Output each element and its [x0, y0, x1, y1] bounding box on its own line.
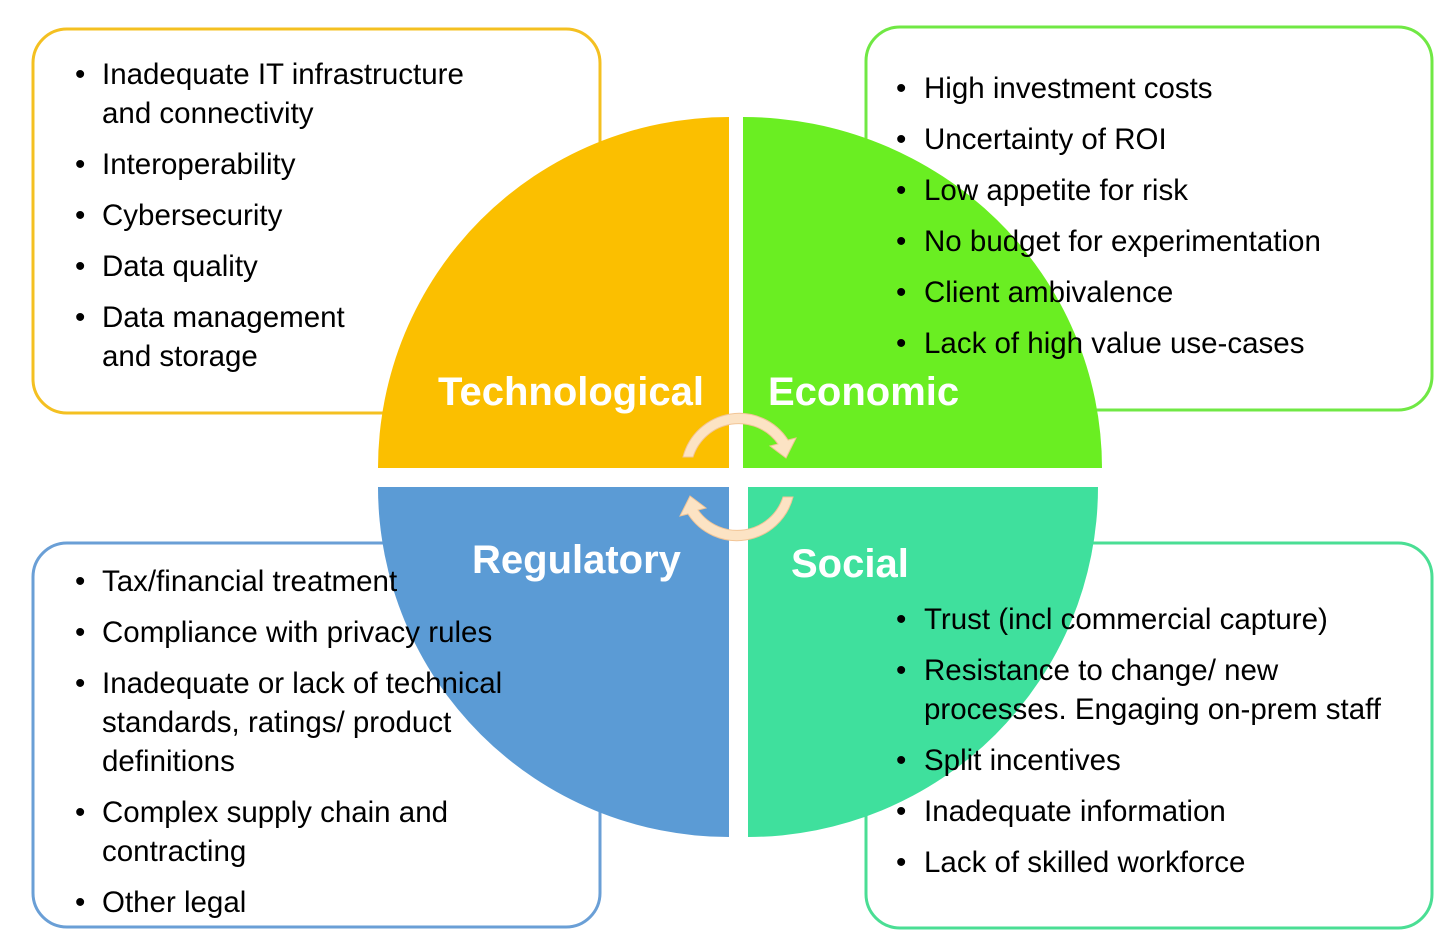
list-item: Resistance to change/ new processes. Eng…	[866, 651, 1394, 729]
list-item: High investment costs	[866, 69, 1426, 108]
list-item: Data quality	[33, 247, 553, 286]
list-item: Inadequate information	[866, 792, 1432, 831]
technological-label: Technological	[438, 370, 704, 414]
list-item: Complex supply chain and contracting	[33, 793, 482, 871]
list-item: No budget for experimentation	[866, 222, 1426, 261]
list-item: Low appetite for risk	[866, 171, 1426, 210]
list-item: Other legal	[33, 883, 593, 922]
technological-list: Inadequate IT infrastructure and connect…	[33, 55, 553, 388]
list-item: Inadequate IT infrastructure and connect…	[33, 55, 482, 133]
economic-label: Economic	[768, 370, 960, 414]
list-item: Cybersecurity	[33, 196, 553, 235]
list-item: Client ambivalence	[866, 273, 1426, 312]
economic-list: High investment costs Uncertainty of ROI…	[866, 69, 1426, 375]
list-item: Interoperability	[33, 145, 553, 184]
list-item: Split incentives	[866, 741, 1432, 780]
regulatory-list: Tax/financial treatment Compliance with …	[33, 562, 593, 934]
social-list: Trust (incl commercial capture) Resistan…	[866, 600, 1432, 894]
list-item: Compliance with privacy rules	[33, 613, 593, 652]
social-label: Social	[791, 542, 909, 586]
list-item: Lack of skilled workforce	[866, 843, 1432, 882]
list-item: Tax/financial treatment	[33, 562, 593, 601]
list-item: Uncertainty of ROI	[866, 120, 1426, 159]
technological-quadrant	[378, 117, 729, 468]
list-item: Inadequate or lack of technical standard…	[33, 664, 552, 781]
cycle-arrows-icon	[679, 412, 797, 542]
list-item: Lack of high value use-cases	[866, 324, 1426, 363]
list-item: Data management and storage	[33, 298, 372, 376]
list-item: Trust (incl commercial capture)	[866, 600, 1432, 639]
